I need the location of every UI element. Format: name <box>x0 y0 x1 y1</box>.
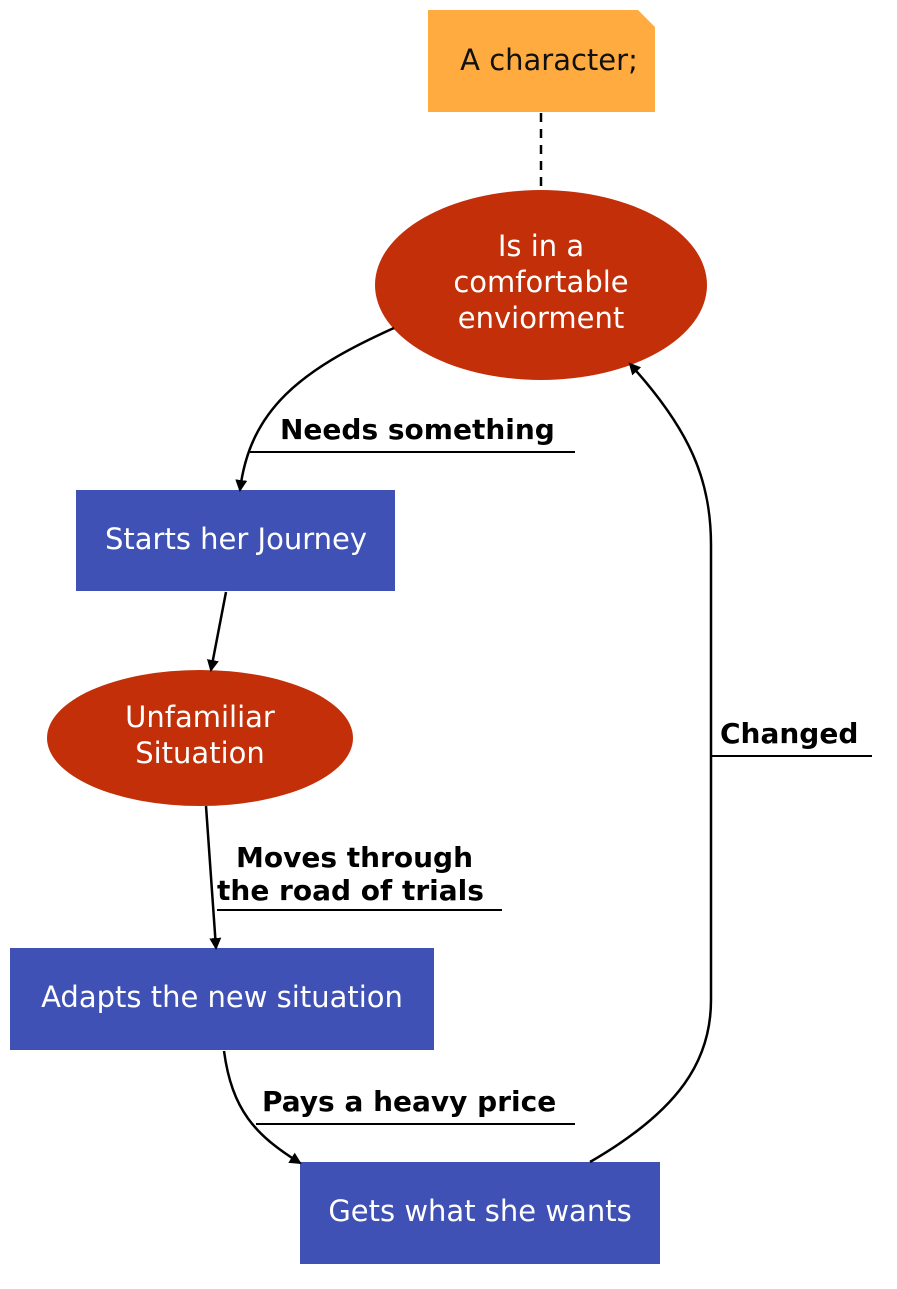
node-unfamiliar-situation[interactable]: Unfamiliar Situation <box>47 670 353 806</box>
node-adapts-new-situation[interactable]: Adapts the new situation <box>10 948 434 1050</box>
node-gets-label: Gets what she wants <box>328 1194 631 1228</box>
node-adapts-label: Adapts the new situation <box>41 980 403 1014</box>
edge-starts-to-unfamiliar <box>206 591 228 672</box>
edge-pays-heavy-price <box>222 1050 302 1165</box>
node-comfortable-line-2: comfortable <box>453 265 628 299</box>
node-gets-what-she-wants[interactable]: Gets what she wants <box>300 1162 660 1264</box>
node-comfortable-line-1: Is in a <box>498 229 584 263</box>
node-unfamiliar-line-1: Unfamiliar <box>125 700 275 734</box>
note-character[interactable]: A character; <box>428 10 655 112</box>
edge-pays-label: Pays a heavy price <box>262 1085 556 1118</box>
edge-moves-line-2: the road of trials <box>217 874 484 907</box>
edge-changed-label: Changed <box>720 717 858 750</box>
node-unfamiliar-line-2: Situation <box>135 736 265 770</box>
edge-moves-line-1: Moves through <box>236 841 473 874</box>
node-starts-journey[interactable]: Starts her Journey <box>76 490 395 591</box>
edge-needs-something-label: Needs something <box>280 413 555 446</box>
edge-changed <box>589 362 713 1164</box>
note-character-label: A character; <box>460 43 638 77</box>
node-starts-journey-label: Starts her Journey <box>105 522 367 556</box>
node-comfortable-line-3: enviorment <box>458 301 624 335</box>
node-comfortable-environment[interactable]: Is in a comfortable enviorment <box>375 190 707 380</box>
edge-moves-through <box>204 805 222 950</box>
edge-needs-something <box>235 326 395 492</box>
